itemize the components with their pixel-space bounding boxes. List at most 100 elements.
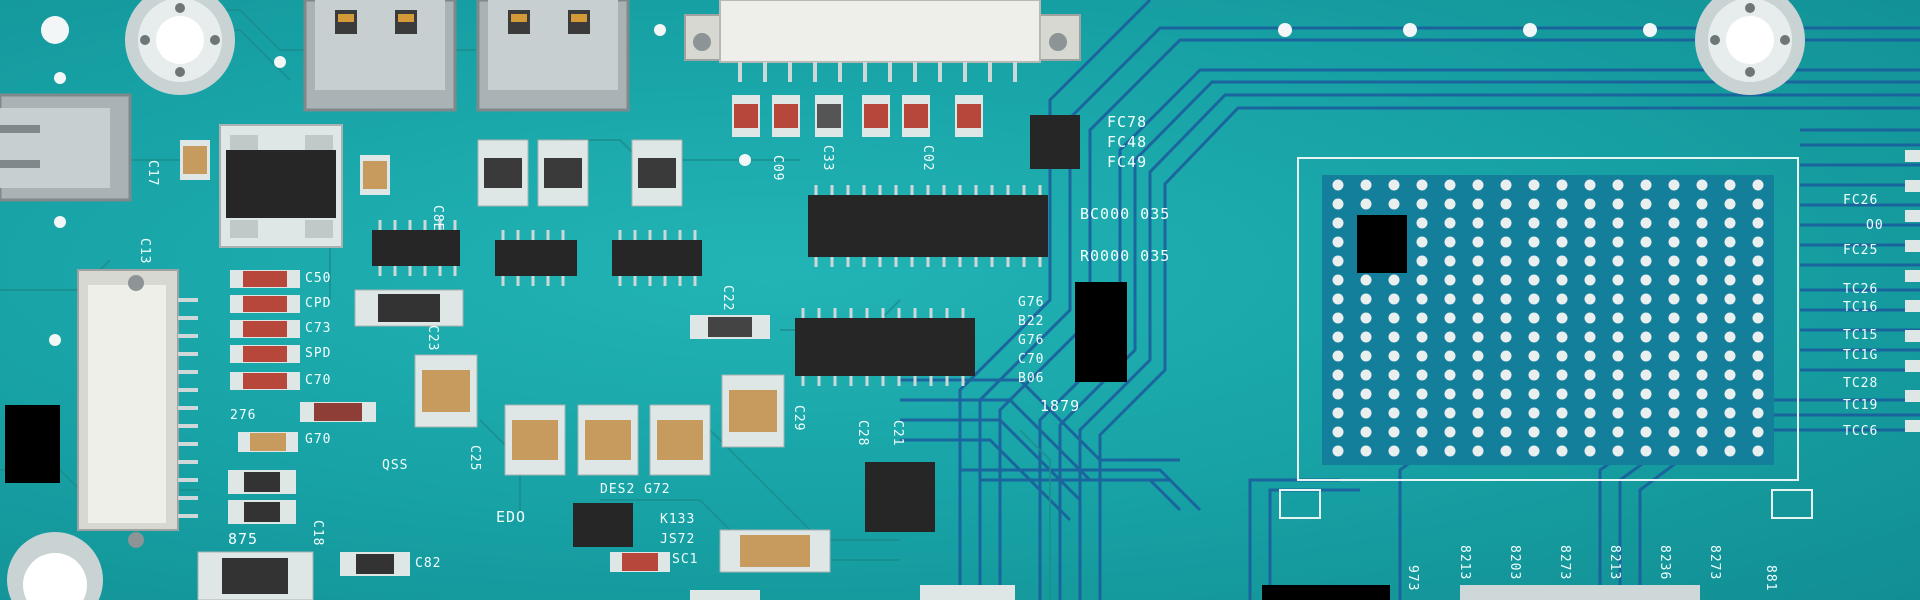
bga-ball [1528, 426, 1540, 438]
bga-ball [1388, 274, 1400, 286]
bga-ball [1640, 255, 1652, 267]
bga-ball [1556, 312, 1568, 324]
silk-label: FC25 [1843, 243, 1879, 258]
bga-ball [1640, 293, 1652, 305]
silk-label: 8273 [1707, 545, 1722, 581]
bga-ball [1696, 312, 1708, 324]
silk-label: DES2 G72 [600, 482, 671, 497]
silk-label: JS72 [660, 532, 696, 547]
bga-ball [1640, 369, 1652, 381]
silk-label: C09 [770, 155, 785, 182]
bga-ball [1416, 331, 1428, 343]
bga-ball [1528, 274, 1540, 286]
silk-label: TC26 [1843, 282, 1879, 297]
silk-label: O0 [1866, 218, 1884, 233]
bga-ball [1752, 255, 1764, 267]
bga-ball [1528, 293, 1540, 305]
bga-ball [1444, 369, 1456, 381]
silk-label: C29 [791, 405, 806, 432]
bga-ball [1332, 179, 1344, 191]
bga-ball [1752, 445, 1764, 457]
bga-ball [1752, 236, 1764, 248]
bga-ball [1416, 236, 1428, 248]
bga-ball [1668, 255, 1680, 267]
bga-ball [1528, 312, 1540, 324]
bga-ball [1528, 179, 1540, 191]
bga-ball [1696, 426, 1708, 438]
bga-ball [1724, 293, 1736, 305]
silk-label: TC19 [1843, 398, 1879, 413]
bga-ball [1444, 426, 1456, 438]
bga-ball [1444, 236, 1456, 248]
bga-ball [1416, 388, 1428, 400]
bga-ball [1696, 179, 1708, 191]
bga-ball [1500, 255, 1512, 267]
bga-ball [1584, 388, 1596, 400]
bga-ball [1444, 293, 1456, 305]
bga-ball [1724, 407, 1736, 419]
bga-ball [1724, 274, 1736, 286]
bga-ball [1668, 369, 1680, 381]
bga-ball [1500, 407, 1512, 419]
bga-ball [1584, 407, 1596, 419]
silk-label: R0000 035 [1080, 247, 1171, 265]
bga-ball [1668, 312, 1680, 324]
bga-ball [1416, 369, 1428, 381]
bga-ball [1444, 198, 1456, 210]
bga-ball [1724, 388, 1736, 400]
bga-ball [1500, 179, 1512, 191]
silk-label: 8273 [1557, 545, 1572, 581]
bga-ball [1500, 217, 1512, 229]
bga-ball [1416, 426, 1428, 438]
bga-ball [1500, 236, 1512, 248]
bga-ball [1612, 293, 1624, 305]
bga-ball [1612, 312, 1624, 324]
ribbon-connector-icon [684, 0, 1081, 63]
bga-ball [1612, 426, 1624, 438]
bga-ball [1388, 388, 1400, 400]
bga-ball [1556, 255, 1568, 267]
mounting-hole-icon [125, 0, 235, 95]
bga-ball [1332, 445, 1344, 457]
bga-ball [1696, 331, 1708, 343]
bga-ball [1360, 445, 1372, 457]
silk-label: 973 [1405, 565, 1420, 592]
bga-ball [1472, 236, 1484, 248]
bga-ball [1640, 179, 1652, 191]
bga-ball [1472, 293, 1484, 305]
bga-ball [1724, 312, 1736, 324]
bga-ball [1500, 293, 1512, 305]
bga-ball [1752, 312, 1764, 324]
bga-ball [1696, 217, 1708, 229]
bga-ball [1500, 445, 1512, 457]
bga-ball [1752, 217, 1764, 229]
bga-ball [1752, 407, 1764, 419]
bga-ball [1696, 236, 1708, 248]
bga-ball [1556, 350, 1568, 362]
bga-ball [1668, 198, 1680, 210]
bga-ball [1696, 255, 1708, 267]
smd-capacitor-icon [180, 140, 831, 573]
bga-ball [1360, 426, 1372, 438]
bga-ball [1528, 350, 1540, 362]
bga-ball [1556, 217, 1568, 229]
silk-label: C73 [305, 321, 332, 336]
bga-ball [1416, 445, 1428, 457]
bga-ball [1668, 179, 1680, 191]
bga-ball [1752, 274, 1764, 286]
bga-ball [1612, 179, 1624, 191]
silk-label: K133 [660, 512, 696, 527]
bga-ball [1724, 331, 1736, 343]
bga-ball [1332, 274, 1344, 286]
bga-ball [1388, 426, 1400, 438]
bga-ball [1500, 426, 1512, 438]
bga-ball [1612, 255, 1624, 267]
bga-ball [1584, 445, 1596, 457]
bga-ball [1388, 407, 1400, 419]
bga-ball [1388, 312, 1400, 324]
bga-ball [1724, 445, 1736, 457]
silk-label: C28 [855, 420, 870, 447]
bga-ball [1696, 293, 1708, 305]
bga-ball [1528, 236, 1540, 248]
bga-ball [1696, 388, 1708, 400]
